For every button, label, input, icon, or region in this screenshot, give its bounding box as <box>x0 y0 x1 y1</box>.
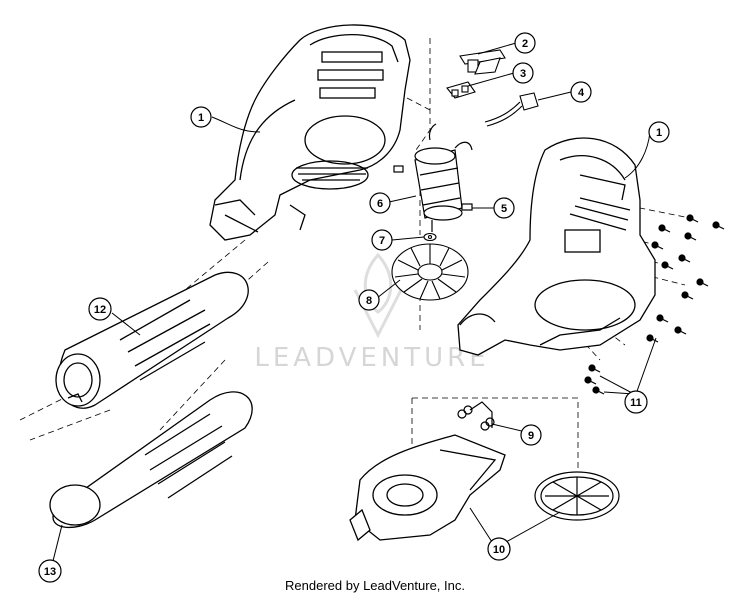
callout-8: 8 <box>358 289 380 311</box>
screw <box>681 291 694 300</box>
callout-4: 4 <box>570 81 592 103</box>
callout-6: 6 <box>369 192 391 214</box>
blower-tube-part <box>55 271 249 409</box>
spring-part <box>457 401 495 431</box>
bottom-cover-part <box>349 434 506 542</box>
screw <box>712 221 725 230</box>
callout-10: 10 <box>487 537 511 561</box>
screw <box>684 232 697 241</box>
watermark-text: LEADVENTURE <box>254 343 489 373</box>
callout-9: 9 <box>520 424 542 446</box>
screw <box>592 386 605 395</box>
screw <box>686 214 699 223</box>
screw <box>646 334 659 343</box>
callout-label: 12 <box>94 304 106 316</box>
screw <box>656 314 669 323</box>
callout-label: 11 <box>630 397 642 409</box>
callout-7: 7 <box>371 229 393 251</box>
callout-label: 2 <box>522 38 528 50</box>
callout-label: 8 <box>366 295 372 307</box>
callout-11: 11 <box>624 390 648 414</box>
screw <box>678 254 691 263</box>
switch-part <box>459 49 506 75</box>
screw <box>584 376 597 385</box>
callout-2: 2 <box>514 32 536 54</box>
callout-1b: 1 <box>648 121 670 143</box>
callout-label: 10 <box>493 544 505 556</box>
screw <box>696 278 709 287</box>
callout-label: 6 <box>377 198 383 210</box>
screw <box>674 326 687 335</box>
housing-right-half <box>457 137 656 356</box>
intake-screen-part <box>534 471 620 521</box>
screw <box>658 224 671 233</box>
screw <box>651 241 664 250</box>
fan-impeller-part <box>391 243 469 301</box>
switch-component-part <box>446 81 476 99</box>
callout-label: 7 <box>379 235 385 247</box>
callout-5: 5 <box>493 197 515 219</box>
callout-label: 13 <box>44 566 56 578</box>
footer-credit: Rendered by LeadVenture, Inc. <box>285 578 465 593</box>
callout-1a: 1 <box>190 106 212 128</box>
screws <box>584 214 725 395</box>
screw <box>661 261 674 270</box>
motor-part <box>393 123 473 232</box>
nozzle-tube-part <box>49 391 253 529</box>
callout-3: 3 <box>512 62 534 84</box>
nut-part <box>423 232 437 242</box>
callout-label: 3 <box>520 68 526 80</box>
wire-harness-part <box>484 92 539 127</box>
callout-12: 12 <box>88 297 112 321</box>
callout-label: 9 <box>528 430 534 442</box>
callout-label: 5 <box>501 203 507 215</box>
callout-13: 13 <box>38 559 62 583</box>
callout-label: 1 <box>656 127 662 139</box>
housing-left-half <box>209 24 411 241</box>
callout-label: 4 <box>578 87 585 99</box>
screw <box>588 364 601 373</box>
callout-label: 1 <box>198 112 204 124</box>
